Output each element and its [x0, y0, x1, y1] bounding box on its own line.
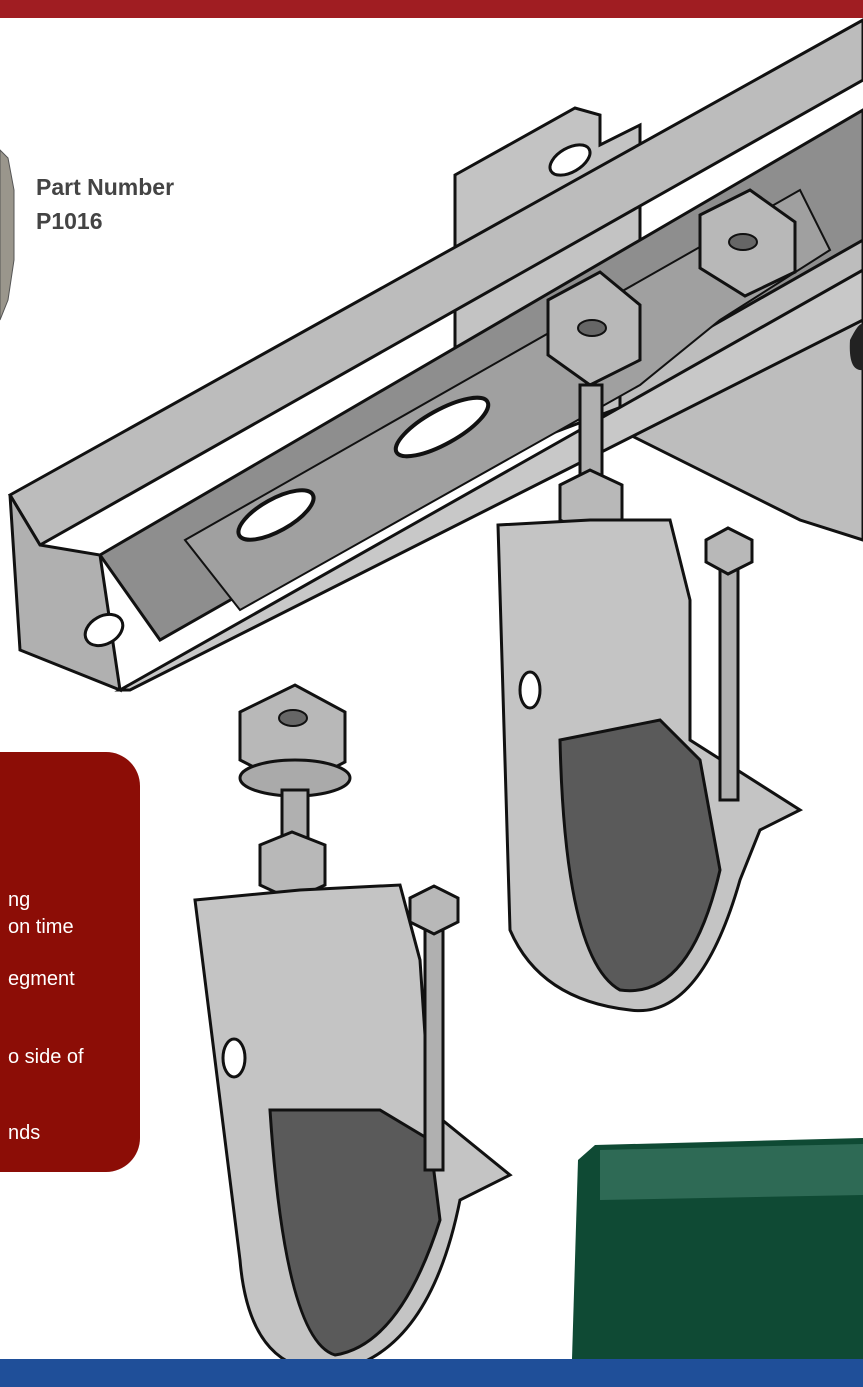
channel-slot-2	[393, 395, 491, 459]
bottom-color-band	[0, 1359, 863, 1387]
channel-nut-2	[698, 188, 797, 298]
channel-slot-1	[236, 488, 316, 542]
feature-callout-box: ng on time egment o side of nds	[0, 752, 140, 1172]
channel-slot-3	[83, 612, 125, 648]
right-plate-slot	[849, 324, 863, 371]
strut-channel-floor	[183, 188, 832, 612]
strut-channel-front	[114, 268, 863, 692]
part-number-value: P1016	[36, 208, 103, 234]
channel-nut-1	[546, 270, 642, 387]
clevis-hanger-1-band	[558, 718, 722, 993]
green-product-highlight	[600, 1144, 863, 1200]
hanger-2-hole	[221, 1037, 247, 1079]
top-color-band	[0, 0, 863, 18]
bracket-hole	[548, 143, 592, 177]
hanger-1-bolt-head	[704, 526, 754, 576]
part-number-label: Part Number	[36, 174, 175, 200]
hanger-1-hole	[518, 670, 542, 710]
hex-nut-2	[258, 830, 327, 902]
feature-fragment-3: egment	[8, 968, 75, 990]
hanger-2-bolt	[423, 918, 445, 1172]
feature-fragment-4: o side of	[8, 1046, 84, 1068]
feature-fragment-1: ng	[8, 889, 31, 911]
feature-fragment-5: nds	[8, 1122, 41, 1144]
cropped-part-photo	[0, 149, 15, 321]
part-number-block: Part Number P1016	[36, 170, 174, 238]
clevis-hanger-2-band	[268, 1108, 442, 1357]
hanger-2-bolt-head	[408, 884, 460, 936]
feature-fragment-2: on time	[8, 916, 74, 938]
hanger-1-bolt	[718, 558, 740, 802]
